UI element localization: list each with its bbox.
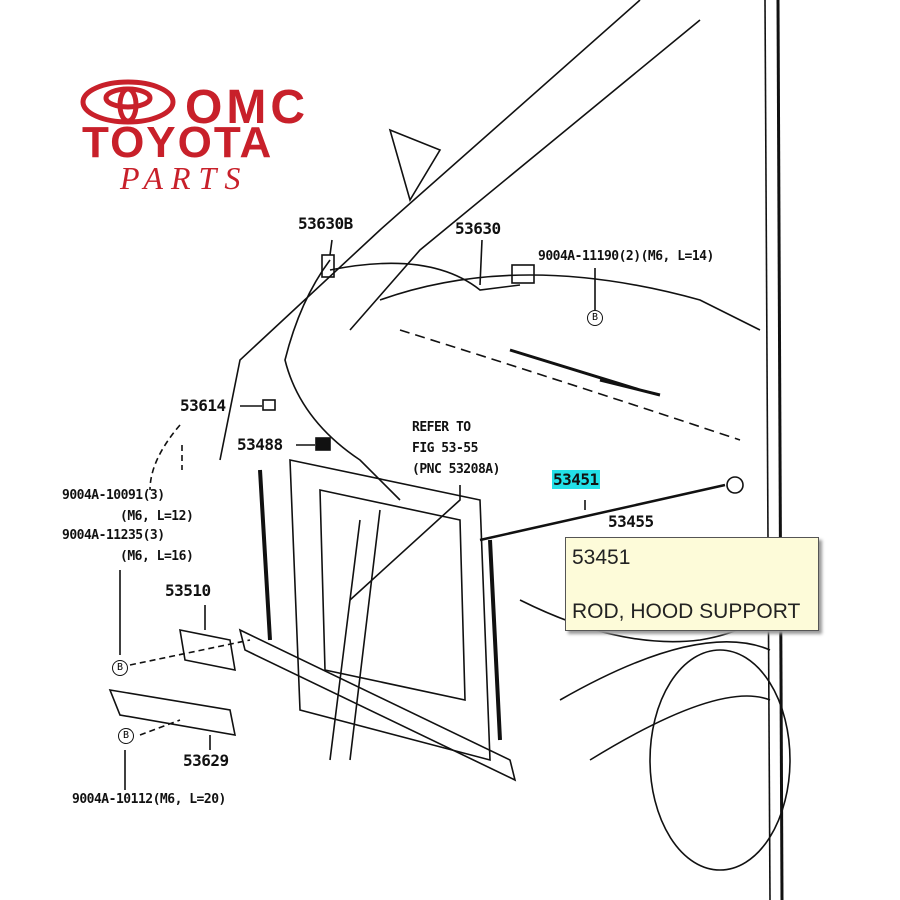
toyota-emblem-icon xyxy=(80,79,176,125)
part-label-53629[interactable]: 53629 xyxy=(183,751,229,770)
part-label-53630b[interactable]: 53630B xyxy=(298,214,353,233)
part-label-53488[interactable]: 53488 xyxy=(237,435,283,454)
marker-b: B xyxy=(587,310,603,326)
radiator-support xyxy=(238,459,517,782)
car-body-outline xyxy=(219,0,791,900)
part-tooltip: 53451 ROD, HOOD SUPPORT xyxy=(565,537,819,631)
bolt-spec-11235: (M6, L=16) xyxy=(120,549,194,564)
bolt-label-10091[interactable]: 9004A-10091(3) xyxy=(62,488,165,503)
refer-line-2[interactable]: FIG 53-55 xyxy=(412,441,478,456)
refer-line-3: (PNC 53208A) xyxy=(412,462,500,477)
marker-b: B xyxy=(118,728,134,744)
marker-b: B xyxy=(112,660,128,676)
tooltip-part-number: 53451 xyxy=(572,546,631,569)
part-label-53510[interactable]: 53510 xyxy=(165,581,211,600)
highlighted-part-number: 53451 xyxy=(552,470,600,489)
bolt-label-10112[interactable]: 9004A-10112(M6, L=20) xyxy=(72,792,226,807)
refer-line-1: REFER TO xyxy=(412,420,471,435)
part-label-53455[interactable]: 53455 xyxy=(608,512,654,531)
bolt-spec-10091: (M6, L=12) xyxy=(120,509,194,524)
leader-lines xyxy=(119,239,596,790)
bolt-label-11235[interactable]: 9004A-11235(3) xyxy=(62,528,165,543)
logo-omc: OMC xyxy=(185,81,309,134)
hood-support-rod xyxy=(479,476,744,542)
logo-parts: PARTS xyxy=(120,160,249,196)
part-label-53630[interactable]: 53630 xyxy=(455,219,501,238)
part-label-53614[interactable]: 53614 xyxy=(180,396,226,415)
hood-lock-parts xyxy=(108,628,237,736)
bolt-label-11190[interactable]: 9004A-11190(2)(M6, L=14) xyxy=(538,249,714,264)
tooltip-description: ROD, HOOD SUPPORT xyxy=(572,600,801,623)
logo-toyota: TOYOTA xyxy=(82,118,274,167)
part-label-53451[interactable]: 53451 xyxy=(552,470,600,489)
